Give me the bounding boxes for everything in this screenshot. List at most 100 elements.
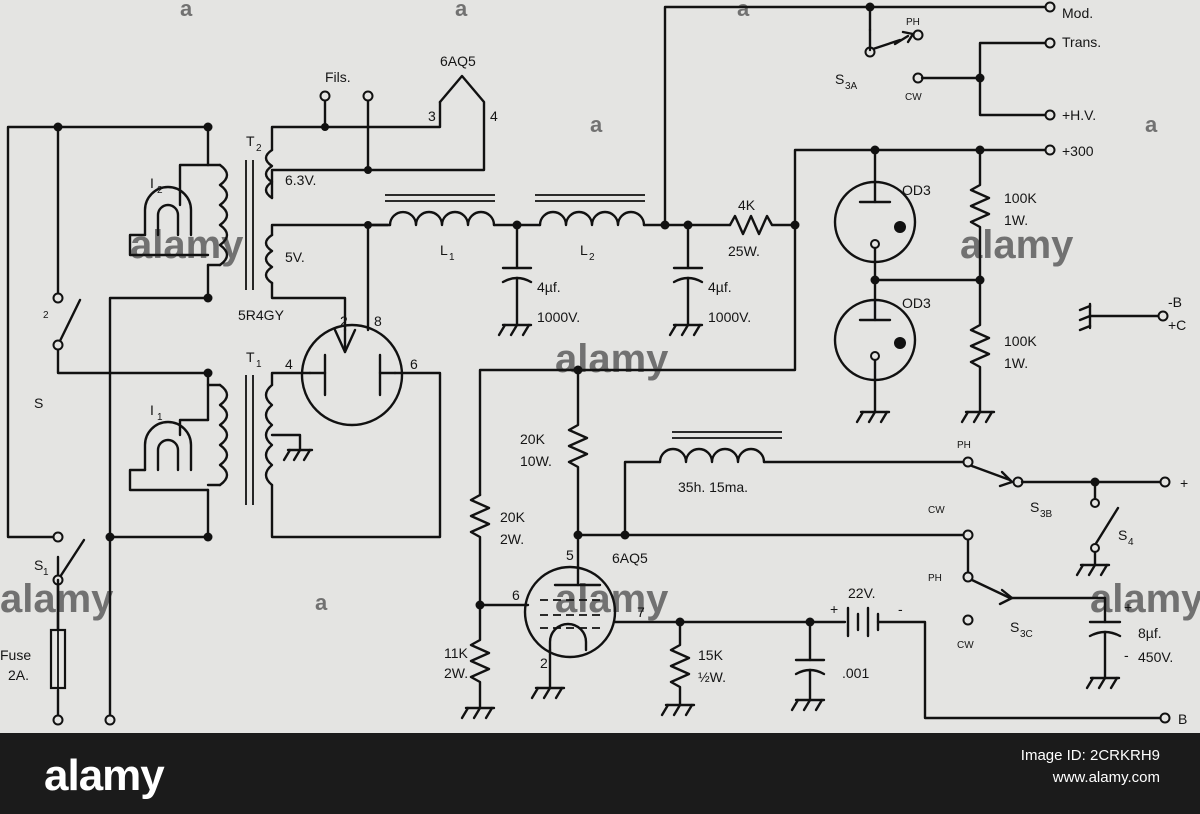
label-l2: L bbox=[580, 242, 588, 258]
label-11k: 11K bbox=[444, 645, 469, 661]
svg-text:a: a bbox=[180, 0, 193, 21]
label-t2: T bbox=[246, 133, 255, 149]
label-cap1: 4µf. bbox=[537, 279, 561, 295]
label-20k-b: 20K bbox=[500, 509, 526, 525]
label-cw-c: CW bbox=[957, 640, 974, 651]
svg-text:1W.: 1W. bbox=[1004, 355, 1028, 371]
svg-text:a: a bbox=[590, 112, 603, 137]
label-cw-b: CW bbox=[928, 505, 945, 516]
svg-text:1000V.: 1000V. bbox=[537, 309, 580, 325]
label-od3-bottom: OD3 bbox=[902, 295, 931, 311]
svg-text:450V.: 450V. bbox=[1138, 649, 1173, 665]
svg-text:2: 2 bbox=[157, 185, 163, 196]
label-cap2: 4µf. bbox=[708, 279, 732, 295]
svg-text:10W.: 10W. bbox=[520, 453, 552, 469]
label-ph-b: PH bbox=[957, 440, 971, 451]
regulator-section bbox=[793, 144, 1056, 424]
transformer-t1 bbox=[206, 371, 442, 539]
svg-text:4: 4 bbox=[285, 356, 293, 372]
label-i2: I bbox=[150, 175, 154, 191]
transformer-t2 bbox=[206, 100, 442, 332]
label-100k-a: 100K bbox=[1004, 190, 1037, 206]
label-15k: 15K bbox=[698, 647, 724, 663]
pilot-lamp-i2 bbox=[128, 163, 210, 257]
svg-text:a: a bbox=[315, 590, 328, 615]
label-5v: 5V. bbox=[285, 249, 305, 265]
svg-text:+: + bbox=[1124, 599, 1132, 615]
label-22v: 22V. bbox=[848, 585, 876, 601]
svg-text:1W.: 1W. bbox=[1004, 212, 1028, 228]
image-id-block: Image ID: 2CRKRH9 www.alamy.com bbox=[1021, 745, 1160, 789]
watermark: alamy bbox=[555, 337, 669, 381]
watermark: alamy bbox=[130, 223, 244, 267]
rectifier-tube bbox=[300, 221, 404, 427]
svg-text:a: a bbox=[1145, 112, 1158, 137]
watermark: alamy bbox=[0, 577, 114, 621]
svg-text:2: 2 bbox=[540, 655, 548, 671]
label-b-out: B bbox=[1178, 711, 1187, 727]
svg-text:25W.: 25W. bbox=[728, 243, 760, 259]
svg-text:3A: 3A bbox=[845, 81, 858, 92]
label-choke: 35h. 15ma. bbox=[678, 479, 748, 495]
label-t1: T bbox=[246, 349, 255, 365]
label-pin3: 3 bbox=[428, 108, 436, 124]
svg-text:7: 7 bbox=[637, 604, 645, 620]
label-300: +300 bbox=[1062, 143, 1094, 159]
watermark: alamy bbox=[555, 577, 669, 621]
watermarks: alamy alamy alamy alamy alamy alamy a a … bbox=[0, 0, 1200, 621]
filter-section bbox=[366, 194, 800, 337]
label-4k: 4K bbox=[738, 197, 756, 213]
schematic-diagram: 6AQ5 Fils. 3 4 T 2 I 2 6.3V. 5V. 5R4GY 2… bbox=[0, 0, 1200, 727]
pilot-lamp-i1 bbox=[128, 418, 210, 492]
svg-text:1: 1 bbox=[449, 252, 455, 263]
label-od3-top: OD3 bbox=[902, 182, 931, 198]
label-s3a: S bbox=[835, 71, 844, 87]
switch-section bbox=[962, 464, 1171, 690]
label-cw-a: CW bbox=[905, 92, 922, 103]
svg-text:2A.: 2A. bbox=[8, 667, 29, 683]
label-001: .001 bbox=[842, 665, 869, 681]
svg-text:5: 5 bbox=[566, 547, 574, 563]
svg-text:2: 2 bbox=[589, 252, 595, 263]
label-6aq5-bottom: 6AQ5 bbox=[612, 550, 648, 566]
label-l1: L bbox=[440, 242, 448, 258]
label-ph-c: PH bbox=[928, 573, 942, 584]
svg-text:2W.: 2W. bbox=[500, 531, 524, 547]
filament-terminals bbox=[319, 74, 486, 174]
svg-text:8: 8 bbox=[374, 313, 382, 329]
svg-text:-: - bbox=[1124, 647, 1129, 663]
labels: 6AQ5 Fils. 3 4 T 2 I 2 6.3V. 5V. 5R4GY 2… bbox=[0, 5, 1188, 727]
label-s2: S bbox=[34, 395, 43, 411]
label-plus-right: + bbox=[1180, 475, 1188, 491]
image-id: Image ID: 2CRKRH9 bbox=[1020, 747, 1160, 764]
label-s1: S bbox=[34, 557, 43, 573]
svg-text:1: 1 bbox=[157, 412, 163, 423]
label-pin4: 4 bbox=[490, 108, 498, 124]
svg-text:6: 6 bbox=[512, 587, 520, 603]
svg-text:2: 2 bbox=[256, 143, 262, 154]
mains-wiring bbox=[6, 122, 213, 726]
label-ph-a: PH bbox=[906, 17, 920, 28]
label-plus-c: +C bbox=[1168, 317, 1186, 333]
svg-text:4: 4 bbox=[1128, 537, 1134, 548]
label-5r4gy: 5R4GY bbox=[238, 307, 285, 323]
svg-text:1: 1 bbox=[256, 359, 262, 370]
minus-b-terminal bbox=[1078, 302, 1169, 332]
label-fils: Fils. bbox=[325, 69, 351, 85]
site-url[interactable]: www.alamy.com bbox=[1052, 769, 1160, 786]
label-s3c: S bbox=[1010, 619, 1019, 635]
watermark: alamy bbox=[1090, 577, 1200, 621]
label-100k-b: 100K bbox=[1004, 333, 1037, 349]
alamy-logo[interactable]: alamy bbox=[44, 751, 165, 800]
label-s3b: S bbox=[1030, 499, 1039, 515]
svg-text:½W.: ½W. bbox=[698, 669, 726, 685]
watermark: alamy bbox=[960, 223, 1074, 267]
svg-text:1: 1 bbox=[43, 567, 49, 578]
label-i1: I bbox=[150, 402, 154, 418]
label-mod: Mod. bbox=[1062, 5, 1093, 21]
hv-line bbox=[663, 1, 1056, 227]
svg-text:2: 2 bbox=[43, 310, 49, 321]
svg-text:2W.: 2W. bbox=[444, 665, 468, 681]
svg-text:3C: 3C bbox=[1020, 629, 1033, 640]
